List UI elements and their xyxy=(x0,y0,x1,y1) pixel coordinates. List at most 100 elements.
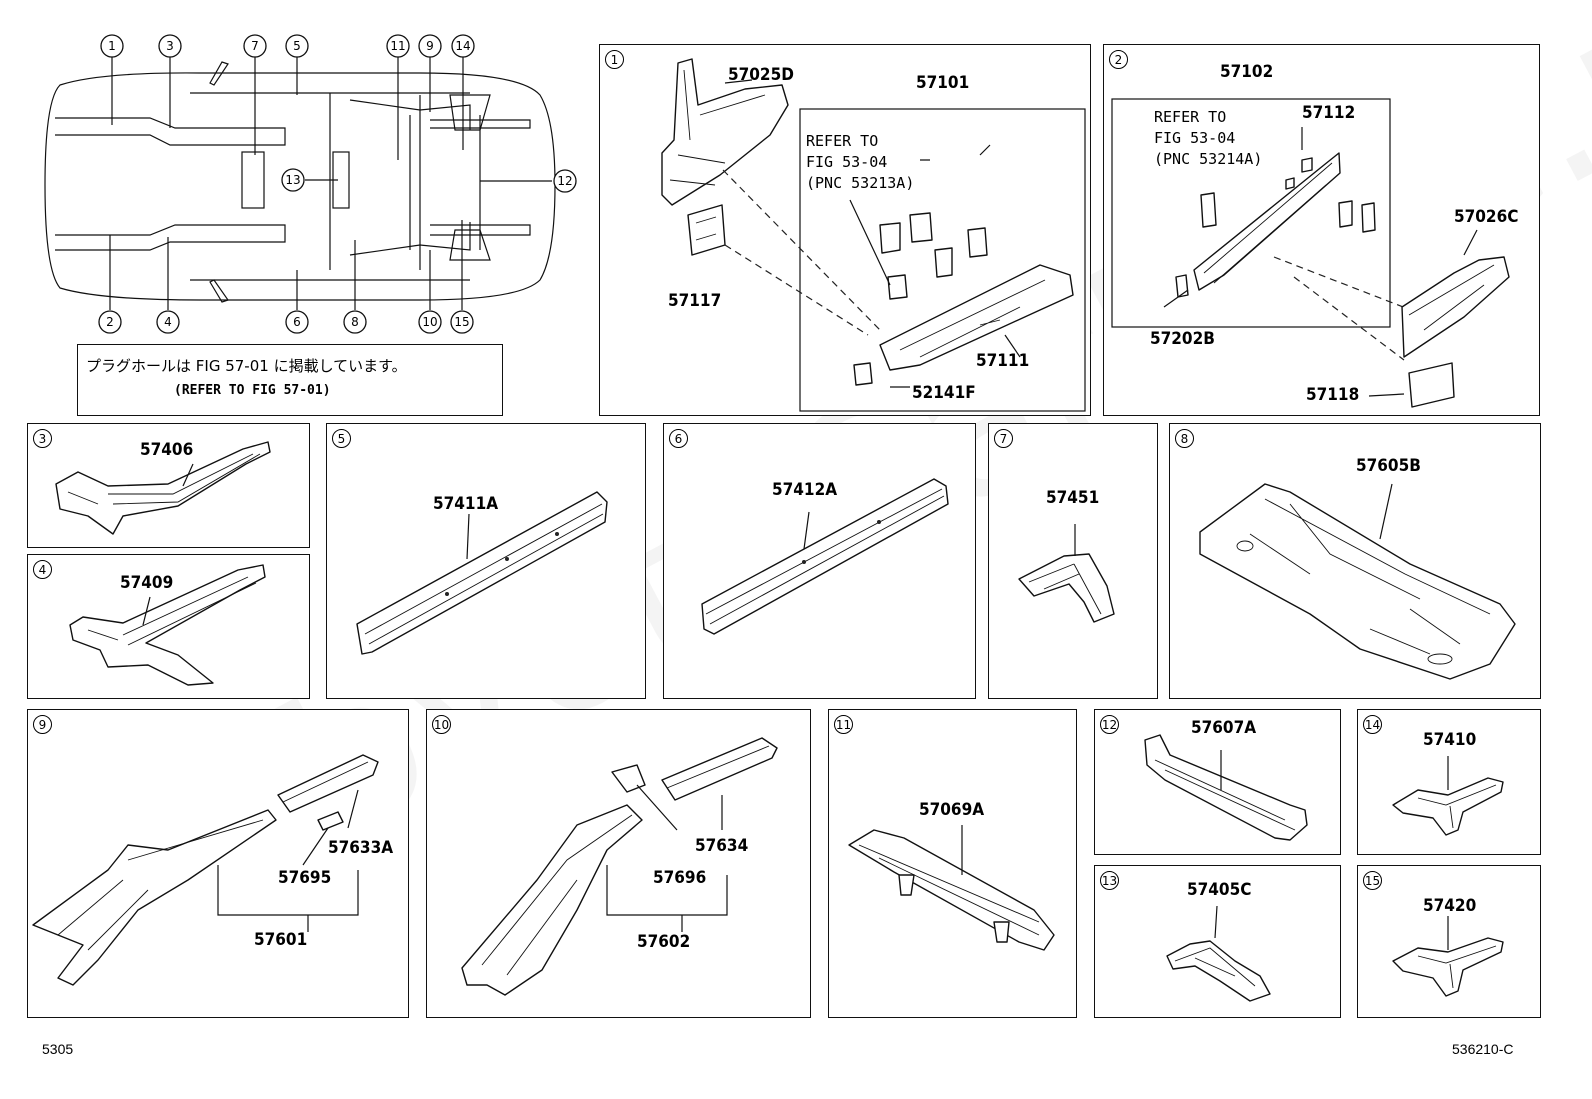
svg-text:2: 2 xyxy=(106,315,114,329)
svg-text:9: 9 xyxy=(426,39,434,53)
callout-2: 2 xyxy=(98,310,122,334)
callout-3: 3 xyxy=(158,34,182,58)
panel-10-parts xyxy=(461,737,778,996)
panel-13: 13 57405C xyxy=(1094,865,1341,1018)
panel-1-parts xyxy=(661,58,1086,412)
part-57412A: 57412A xyxy=(772,480,838,500)
overview-callouts: 1 3 7 5 11 9 14 13 12 2 4 6 8 10 15 xyxy=(98,34,577,334)
part-57607A: 57607A xyxy=(1191,718,1257,738)
panel-6-parts xyxy=(701,478,949,635)
panel-9: 9 57633A 57695 57601 xyxy=(27,709,409,1018)
panel-9-parts xyxy=(32,754,379,986)
panel-1: 1 57025D 57101 57117 57111 52141F REFER … xyxy=(599,44,1091,416)
part-57634: 57634 xyxy=(695,836,749,856)
part-57405C: 57405C xyxy=(1187,880,1252,900)
panel-2-parts xyxy=(1111,98,1510,408)
panel-number: 13 xyxy=(1100,871,1119,890)
plug-hole-note: プラグホールは FIG 57-01 に掲載しています。 (REFER TO FI… xyxy=(77,344,503,416)
panel-number: 11 xyxy=(834,715,853,734)
panel-13-parts xyxy=(1166,905,1271,1002)
svg-text:4: 4 xyxy=(164,315,172,329)
svg-text:6: 6 xyxy=(293,315,301,329)
svg-text:11: 11 xyxy=(390,39,405,53)
panel-5-parts xyxy=(356,491,608,655)
part-57411A: 57411A xyxy=(433,494,499,514)
panel-number: 8 xyxy=(1175,429,1194,448)
callout-14: 14 xyxy=(451,34,475,58)
panel-14: 14 57410 xyxy=(1357,709,1541,855)
panel-number: 1 xyxy=(605,50,624,69)
part-57102: 57102 xyxy=(1220,62,1274,82)
panel-3-parts xyxy=(55,441,271,535)
panel-number: 4 xyxy=(33,560,52,579)
panel-number: 7 xyxy=(994,429,1013,448)
panel-12: 12 57607A xyxy=(1094,709,1341,855)
panel-3: 3 57406 xyxy=(27,423,310,548)
part-57118: 57118 xyxy=(1306,385,1360,405)
part-57117: 57117 xyxy=(668,291,722,311)
panel-7: 7 57451 xyxy=(988,423,1158,699)
callout-1: 1 xyxy=(100,34,124,58)
callout-9: 9 xyxy=(418,34,442,58)
part-57601: 57601 xyxy=(254,930,308,950)
part-57420: 57420 xyxy=(1423,896,1477,916)
svg-text:13: 13 xyxy=(285,173,300,187)
panel-number: 10 xyxy=(432,715,451,734)
svg-text:3: 3 xyxy=(166,39,174,53)
panel-11: 11 57069A xyxy=(828,709,1077,1018)
panel-number: 12 xyxy=(1100,715,1119,734)
svg-text:14: 14 xyxy=(455,39,470,53)
part-57633A: 57633A xyxy=(328,838,394,858)
panel-4: 4 57409 xyxy=(27,554,310,699)
panel-number: 2 xyxy=(1109,50,1128,69)
panel-number: 5 xyxy=(332,429,351,448)
vehicle-overview-diagram: 1 3 7 5 11 9 14 13 12 2 4 6 8 10 15 xyxy=(44,34,577,334)
callout-13: 13 xyxy=(281,168,305,192)
part-57602: 57602 xyxy=(637,932,691,952)
panel-15: 15 57420 xyxy=(1357,865,1541,1018)
callout-7: 7 xyxy=(243,34,267,58)
panel-number: 9 xyxy=(33,715,52,734)
refer-to-fig-note: REFER TO FIG 53-04 (PNC 53214A) xyxy=(1154,108,1263,168)
part-57451: 57451 xyxy=(1046,488,1100,508)
part-57025D: 57025D xyxy=(728,65,794,85)
svg-text:8: 8 xyxy=(351,315,359,329)
callout-10: 10 xyxy=(418,310,442,334)
callout-15: 15 xyxy=(450,310,474,334)
callout-4: 4 xyxy=(156,310,180,334)
callout-12: 12 xyxy=(553,169,577,193)
part-57409: 57409 xyxy=(120,573,174,593)
panel-11-parts xyxy=(848,825,1055,951)
note-english: (REFER TO FIG 57-01) xyxy=(174,383,331,398)
svg-text:10: 10 xyxy=(422,315,437,329)
panel-5: 5 57411A xyxy=(326,423,646,699)
figure-code-right: 536210-C xyxy=(1452,1041,1514,1057)
part-52141F: 52141F xyxy=(912,383,976,403)
refer-to-fig-note: REFER TO FIG 53-04 (PNC 53213A) xyxy=(806,132,915,192)
part-57605B: 57605B xyxy=(1356,456,1421,476)
panel-15-parts xyxy=(1392,916,1504,997)
part-57026C: 57026C xyxy=(1454,207,1519,227)
part-57111: 57111 xyxy=(976,351,1030,371)
page-code-left: 5305 xyxy=(42,1041,74,1057)
svg-text:1: 1 xyxy=(108,39,116,53)
part-57069A: 57069A xyxy=(919,800,985,820)
panel-10: 10 57634 57696 57602 xyxy=(426,709,811,1018)
part-57695: 57695 xyxy=(278,868,332,888)
svg-text:15: 15 xyxy=(454,315,469,329)
part-57112: 57112 xyxy=(1302,103,1356,123)
part-57696: 57696 xyxy=(653,868,707,888)
panel-14-parts xyxy=(1392,756,1504,836)
callout-8: 8 xyxy=(343,310,367,334)
panel-8-parts xyxy=(1199,483,1516,680)
panel-number: 14 xyxy=(1363,715,1382,734)
panel-number: 3 xyxy=(33,429,52,448)
svg-text:7: 7 xyxy=(251,39,259,53)
panel-6: 6 57412A xyxy=(663,423,976,699)
panel-8: 8 57605B xyxy=(1169,423,1541,699)
panel-12-parts xyxy=(1144,734,1308,841)
panel-number: 6 xyxy=(669,429,688,448)
callout-6: 6 xyxy=(285,310,309,334)
panel-number: 15 xyxy=(1363,871,1382,890)
part-57410: 57410 xyxy=(1423,730,1477,750)
